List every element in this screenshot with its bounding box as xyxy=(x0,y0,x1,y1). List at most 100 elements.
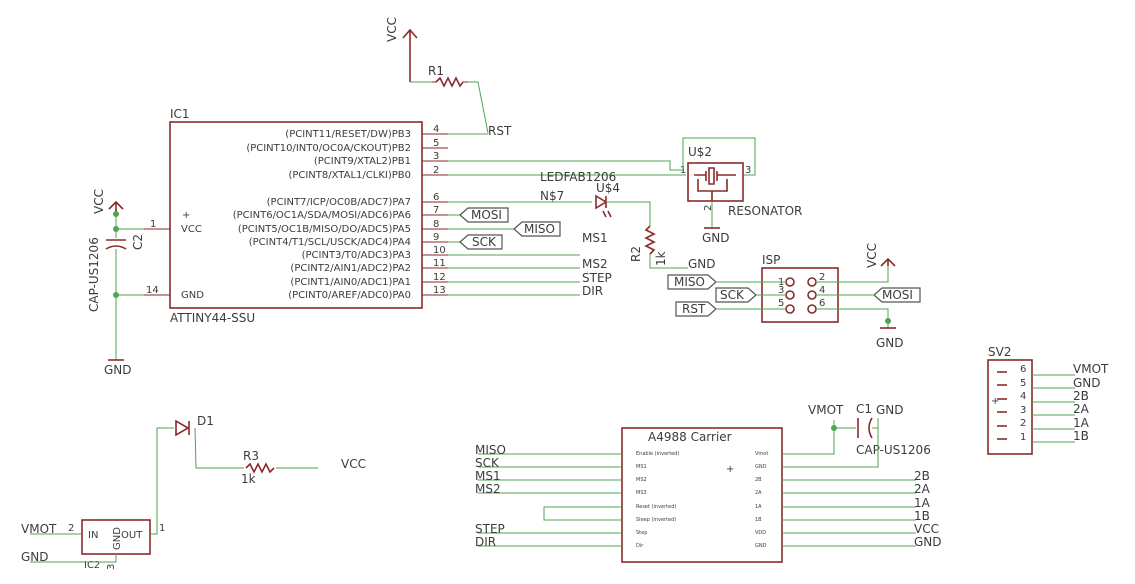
a4988-pin-left: Sleep (inverted) xyxy=(636,517,676,523)
led-u4: LEDFAB1206 U$4 xyxy=(540,170,620,218)
ic1-pin-gnd: GND 14 xyxy=(144,285,204,301)
pin-num: 7 xyxy=(433,205,439,216)
pin-num: 3 xyxy=(433,151,439,162)
vcc-symbol-left: VCC xyxy=(92,189,124,214)
pin-num: 9 xyxy=(433,232,439,243)
sv2-net: 2A xyxy=(1073,402,1090,416)
ic2-in-num: 2 xyxy=(68,523,74,534)
a4988-carrier: A4988 Carrier + Enable (inverted) MS1 MS… xyxy=(621,427,783,563)
ms1-label-a4988: MS1 xyxy=(475,469,501,483)
mosi-flag-ic: MOSI xyxy=(448,207,509,223)
sv2-net: VMOT xyxy=(1073,362,1109,376)
vmot-label-c1: VMOT xyxy=(808,403,844,417)
resistor-r2: R2 1k xyxy=(629,225,668,266)
ic1-name: IC1 xyxy=(170,107,190,121)
rst-flag-isp: RST xyxy=(675,301,786,317)
mosi-label: MOSI xyxy=(471,208,502,222)
pin-label: (PCINT6/OC1A/SDA/MOSI/ADC6)PA6 xyxy=(233,210,411,221)
ic2-out: OUT xyxy=(121,530,143,541)
rst-label: RST xyxy=(488,124,512,138)
pin-label: (PCINT4/T1/SCL/USCK/ADC4)PA4 xyxy=(249,237,411,248)
sv2-net: GND xyxy=(1073,376,1101,390)
c2-value: CAP-US1206 xyxy=(87,237,101,312)
ic1-part: ATTINY44-SSU xyxy=(170,311,255,325)
ic1-pin-pa4: (PCINT4/T1/SCL/USCK/ADC4)PA4 9 xyxy=(249,232,448,248)
a4988-pin-right: 1A xyxy=(755,504,762,510)
miso-label-a4988: MISO xyxy=(475,443,506,457)
c1-name: C1 xyxy=(856,402,872,416)
vcc-label-r3: VCC xyxy=(341,457,366,471)
pin-label: VCC xyxy=(181,224,202,235)
pin-num: 6 xyxy=(433,192,439,203)
sv2-net: 1B xyxy=(1073,429,1089,443)
a4988-pin-left: Enable (inverted) xyxy=(636,451,679,457)
u2-pin1: 1 xyxy=(680,165,686,176)
capacitor-c1: C1 CAP-US1206 xyxy=(856,402,931,457)
ms2-label-ic: MS2 xyxy=(582,257,608,271)
pin-label: (PCINT2/AIN1/ADC2)PA2 xyxy=(290,263,411,274)
a4988-pin-left: Dir xyxy=(636,543,644,549)
ic1-pin-pb1: (PCINT9/XTAL2)PB1 3 xyxy=(314,151,448,167)
pin-label: GND xyxy=(181,290,204,301)
sv2-pin-row: 5 GND xyxy=(997,376,1101,390)
a4988-pin-left: MS2 xyxy=(636,477,647,483)
ic1-right-pins: (PCINT11/RESET/DW)PB3 4 (PCINT10/INT0/OC… xyxy=(233,124,448,301)
ic2-gnd: GND xyxy=(112,527,123,550)
pin-num: 5 xyxy=(433,138,439,149)
sv2-net: 1A xyxy=(1073,416,1090,430)
resistor-r3: R3 1k xyxy=(241,449,275,486)
r1-name: R1 xyxy=(428,64,444,78)
vmot-label-ic2: VMOT xyxy=(21,522,57,536)
step-label-ic: STEP xyxy=(582,271,612,285)
ms1-label-ic: MS1 xyxy=(582,231,608,245)
ic1-pin-pa3: (PCINT3/T0/ADC3)PA3 10 xyxy=(302,245,448,261)
ic1-pin-pb2: (PCINT10/INT0/OC0A/CKOUT)PB2 5 xyxy=(246,138,448,154)
isp-pin2: 2 xyxy=(819,272,825,283)
r2-name: R2 xyxy=(629,246,643,262)
a4988-pin-right: GND xyxy=(755,543,767,549)
vcc-label-top: VCC xyxy=(385,17,399,42)
pin-label: (PCINT0/AREF/ADC0)PA0 xyxy=(288,290,411,301)
sv2-net: 2B xyxy=(1073,389,1089,403)
gnd-label-u2: GND xyxy=(702,231,730,245)
pin-label: (PCINT9/XTAL2)PB1 xyxy=(314,156,411,167)
a4988-pin-right: VDD xyxy=(755,530,766,536)
capacitor-c2: C2 CAP-US1206 xyxy=(87,234,145,312)
a4988-pin-right: GND xyxy=(755,464,767,470)
pin-num: 2 xyxy=(433,165,439,176)
gnd-symbol-u2: GND xyxy=(702,227,730,245)
ic2-gnd-num: 3 xyxy=(106,564,117,570)
gnd-label-ic2: GND xyxy=(21,550,49,564)
miso-label: MISO xyxy=(674,275,705,289)
pin-num: 11 xyxy=(433,258,446,269)
sv2-pin-row: 2 1A xyxy=(997,416,1090,430)
u2-pin2: 2 xyxy=(703,205,714,211)
pin-num: 8 xyxy=(433,219,439,230)
miso-flag-ic: MISO xyxy=(448,221,561,237)
pin-label: (PCINT8/XTAL1/CLKI)PB0 xyxy=(288,170,411,181)
ic2-in: IN xyxy=(88,530,98,541)
1a-label: 1A xyxy=(914,496,931,510)
svg-text:+: + xyxy=(726,464,734,475)
pin-num: 13 xyxy=(433,285,446,296)
a4988-pin-right: 2B xyxy=(755,477,762,483)
r2-value: 1k xyxy=(654,251,668,266)
pin-num: 12 xyxy=(433,272,446,283)
ic1-pin-pa0: (PCINT0/AREF/ADC0)PA0 13 xyxy=(288,285,448,301)
isp-pin3: 3 xyxy=(778,285,784,296)
sv2-name: SV2 xyxy=(988,345,1011,359)
ic1-pin-pa6: (PCINT6/OC1A/SDA/MOSI/ADC6)PA6 7 xyxy=(233,205,448,221)
rst-label-isp: RST xyxy=(682,302,706,316)
a4988-pin-left: Reset (inverted) xyxy=(636,504,676,510)
sv2-pin: 6 xyxy=(1020,364,1026,375)
pin-label: (PCINT11/RESET/DW)PB3 xyxy=(285,129,411,140)
1b-label: 1B xyxy=(914,509,930,523)
sv2-pin-row: 3 2A xyxy=(997,402,1090,416)
pin-label: (PCINT1/AIN0/ADC1)PA1 xyxy=(290,277,411,288)
sv2-pin: 3 xyxy=(1020,405,1026,416)
ic1-pin-vcc: VCC 1 xyxy=(144,219,202,235)
a4988-title: A4988 Carrier xyxy=(648,430,732,444)
ic1-pin-pb0: (PCINT8/XTAL1/CLKI)PB0 2 xyxy=(288,165,448,181)
isp-pin6: 6 xyxy=(819,298,825,309)
vcc-symbol-top: VCC xyxy=(385,17,418,82)
